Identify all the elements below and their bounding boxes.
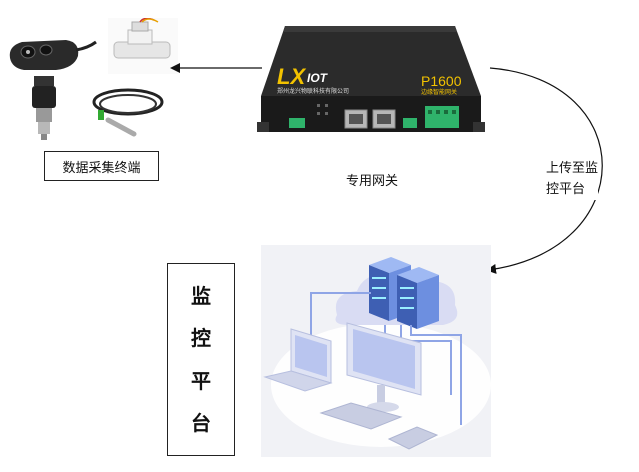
image-pressure-sensor — [32, 76, 56, 140]
gateway-terminal-port-middle — [403, 118, 417, 128]
gateway-model-subtitle: 边缘智能网关 — [421, 88, 457, 96]
upload-label-line2: 控平台 — [546, 182, 586, 197]
platform-title: 监 控 平 台 — [167, 263, 235, 456]
platform-title-char-3: 平 — [191, 368, 211, 393]
keyboard — [319, 402, 403, 430]
image-flow-sensor — [108, 18, 178, 74]
gateway-terminal-block-right — [425, 106, 459, 128]
gateway-device: LX IOT 郑州龙兴物联科技有限公司 P1600 边缘智能网关 — [257, 26, 485, 132]
platform-title-char-2: 控 — [191, 326, 211, 351]
platform-title-char-4: 台 — [191, 410, 211, 435]
platform-title-char-1: 监 — [191, 284, 211, 309]
gateway-top-face — [261, 26, 481, 96]
gateway-model: P1600 — [421, 73, 462, 89]
platform-link-lines — [310, 292, 462, 425]
upload-label-line1: 上传至监 — [546, 161, 599, 176]
gateway-company: 郑州龙兴物联科技有限公司 — [277, 87, 349, 95]
server-rack-group — [369, 257, 439, 329]
upload-label: 上传至监 控平台 — [546, 158, 599, 200]
image-temperature-probe — [92, 88, 164, 137]
terminal-label: 数据采集终端 — [44, 151, 159, 181]
laptop — [263, 328, 333, 392]
gateway-brand-suffix: IOT — [307, 71, 329, 85]
gateway-terminal-port-left — [289, 118, 305, 128]
terminal-label-text: 数据采集终端 — [62, 160, 141, 176]
gateway-label: 专用网关 — [346, 174, 399, 189]
sensor-group — [0, 14, 180, 144]
gateway-brand: LX — [277, 64, 306, 89]
arrow-gateway-to-platform — [486, 67, 603, 274]
platform-illustration — [261, 245, 491, 457]
tablet — [387, 426, 439, 450]
image-sensor-probe — [9, 40, 97, 70]
